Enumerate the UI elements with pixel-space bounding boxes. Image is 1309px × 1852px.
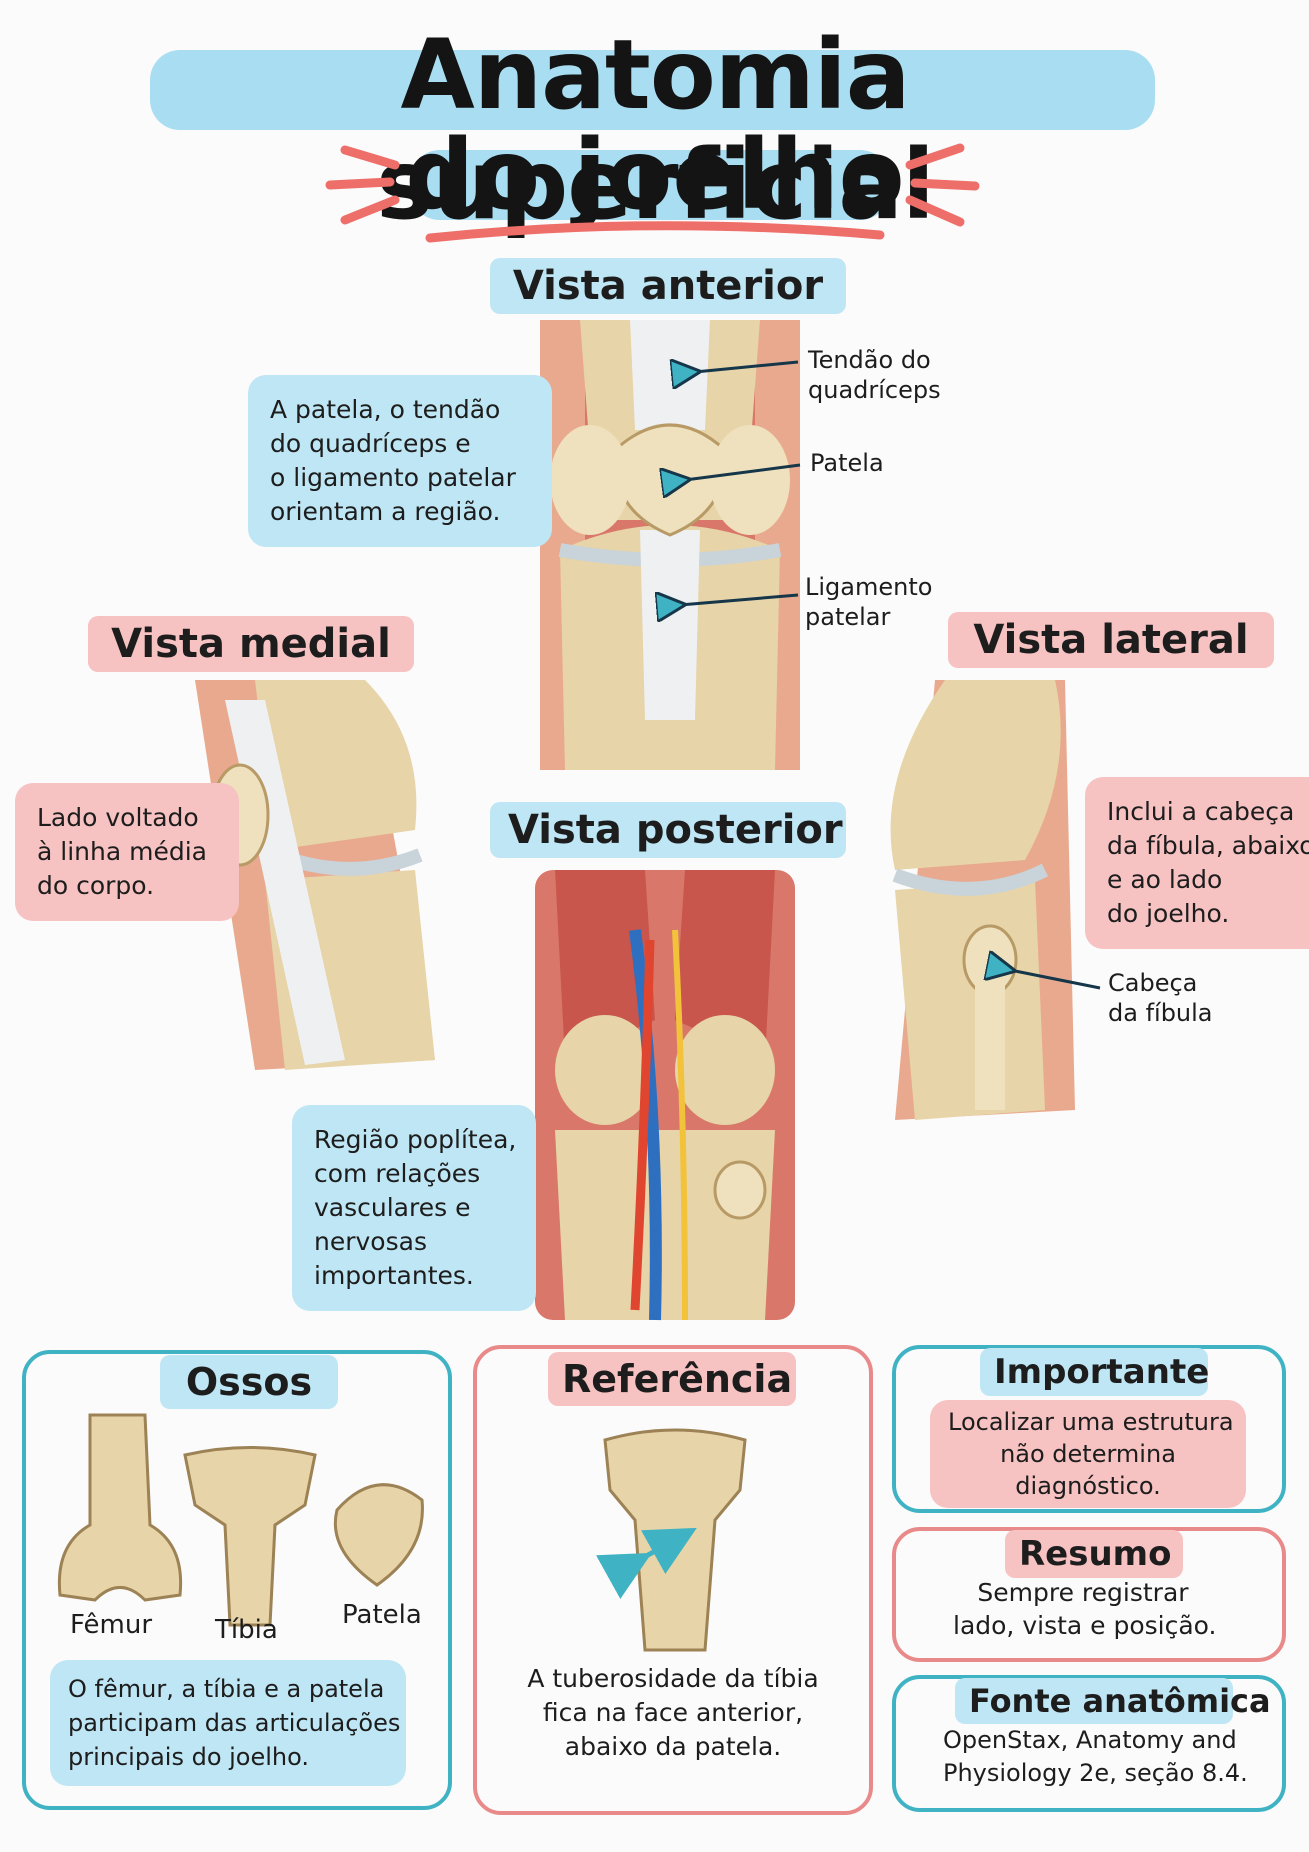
title-line-2: do joelho (405, 119, 905, 231)
medial-heading: Vista medial (88, 616, 414, 672)
ossos-heading: Ossos (160, 1355, 338, 1409)
anterior-note: A patela, o tendão do quadríceps e o lig… (248, 375, 552, 547)
tibia-bone-illustration (183, 1446, 317, 1627)
fonte-heading: Fonte anatômica (955, 1678, 1271, 1724)
resumo-heading: Resumo (1005, 1530, 1183, 1578)
ossos-note: O fêmur, a tíbia e a patela participam d… (50, 1660, 406, 1786)
fonte-note: OpenStax, Anatomy and Physiology 2e, seç… (943, 1726, 1248, 1787)
label-patella: Patela (810, 449, 884, 477)
anterior-knee-illustration (540, 320, 800, 770)
resumo-note: Sempre registrar lado, vista e posição. (953, 1578, 1217, 1640)
title-highlight-1 (150, 50, 1155, 130)
medial-note: Lado voltado à linha média do corpo. (15, 783, 239, 921)
importante-heading: Importante (980, 1348, 1209, 1396)
importante-note: Localizar uma estrutura não determina di… (930, 1400, 1246, 1508)
patella-bone-illustration (333, 1483, 424, 1587)
title-decoration (325, 143, 980, 243)
label-patela: Patela (342, 1600, 422, 1630)
label-femur: Fêmur (70, 1610, 153, 1640)
posterior-note: Região poplítea, com relações vasculares… (292, 1105, 536, 1311)
lateral-note: Inclui a cabeça da fíbula, abaixo e ao l… (1085, 777, 1309, 949)
title-line-1: Anatomia superficial (376, 19, 935, 241)
posterior-heading: Vista posterior (490, 802, 846, 858)
label-quadriceps-tendon: Tendão do quadríceps (808, 346, 941, 404)
label-tibia: Tíbia (215, 1615, 278, 1645)
anterior-pointer-arrows (0, 0, 801, 700)
anterior-heading: Vista anterior (490, 258, 846, 314)
label-fibula-head: Cabeça da fíbula (1108, 969, 1213, 1027)
title-highlight-2 (410, 150, 890, 220)
referencia-heading: Referência (548, 1352, 796, 1406)
tibial-tuberosity-illustration (596, 1428, 747, 1652)
lateral-heading: Vista lateral (948, 612, 1274, 668)
referencia-note: A tuberosidade da tíbia fica na face ant… (527, 1664, 819, 1761)
medial-knee-illustration (195, 680, 435, 1070)
posterior-knee-illustration (535, 870, 795, 1321)
label-patellar-ligament: Ligamento patelar (805, 573, 933, 631)
lateral-pointer-arrow (0, 0, 1101, 990)
femur-bone-illustration (57, 1413, 183, 1602)
lateral-knee-illustration (890, 680, 1075, 1120)
